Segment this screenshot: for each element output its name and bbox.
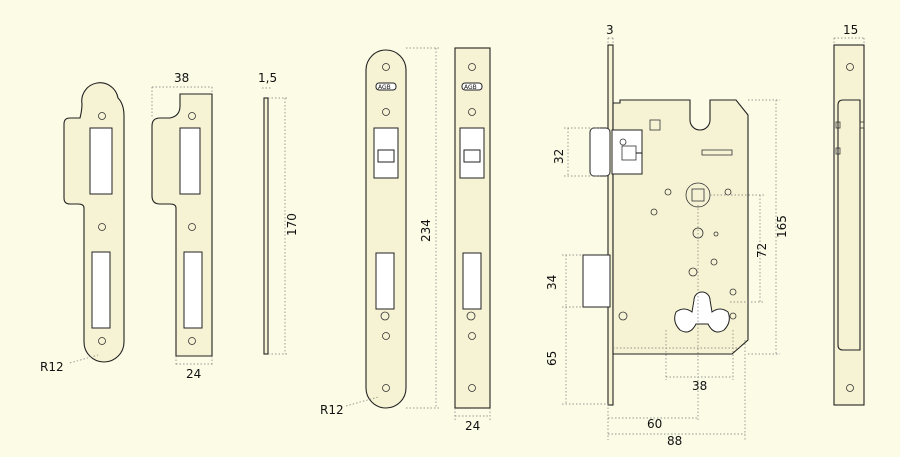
- bolt-height-label: 34: [545, 275, 559, 290]
- edge-plate-width-label: 15: [843, 23, 858, 37]
- faceplate-square: [454, 47, 491, 420]
- backset-label: 60: [647, 417, 662, 431]
- plate-thickness-label: 3: [606, 23, 614, 37]
- faceplate-width-label: 24: [465, 419, 480, 433]
- center-distance-label: 72: [755, 243, 769, 258]
- body-depth-label: 88: [667, 434, 682, 448]
- faceplate-height-label: 234: [419, 219, 433, 242]
- strike-width-top-label: 38: [174, 71, 189, 85]
- latch-height-label: 32: [552, 149, 566, 164]
- cylinder-width-label: 38: [692, 379, 707, 393]
- body-height-label: 165: [775, 215, 789, 238]
- bolt-offset-label: 65: [545, 351, 559, 366]
- strike-width-bottom-label: 24: [186, 367, 201, 381]
- edge-plate: [833, 37, 865, 406]
- strike-plate-rounded: [63, 82, 125, 364]
- strip-thickness-label: 1,5: [258, 71, 277, 85]
- logo-text-rounded: AGB: [378, 84, 391, 91]
- strip-height-label: 170: [285, 213, 299, 236]
- strike-radius-label: R12: [40, 360, 64, 374]
- strike-plate-stepped: [151, 86, 213, 366]
- thin-strip: [262, 87, 289, 355]
- logo-text-square: AGB: [464, 84, 477, 91]
- lock-body: [562, 37, 780, 440]
- faceplate-radius-label: R12: [320, 403, 344, 417]
- faceplate-rounded: [345, 47, 440, 409]
